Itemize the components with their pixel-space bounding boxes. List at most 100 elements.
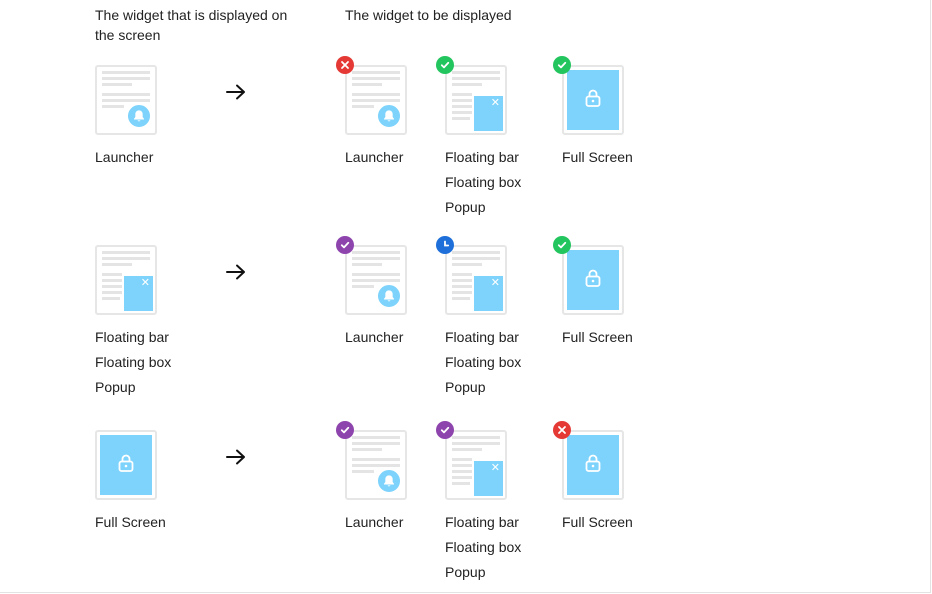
text-line-placeholder xyxy=(452,117,470,120)
text-line-placeholder xyxy=(452,71,500,74)
target-widget-option: Launcher xyxy=(336,56,505,170)
widget-illustration xyxy=(553,236,624,315)
lock-icon xyxy=(583,88,603,113)
widget-illustration xyxy=(553,421,624,500)
text-line-placeholder xyxy=(452,93,472,96)
lock-icon xyxy=(583,268,603,293)
text-line-placeholder xyxy=(352,77,400,80)
text-line-placeholder xyxy=(352,436,400,439)
widget-type-label: Floating box xyxy=(445,174,522,190)
floating-widget-thumbnail: ✕ xyxy=(95,245,157,315)
current-widget-option: Launcher xyxy=(95,65,255,170)
text-line-placeholder xyxy=(102,263,132,266)
text-line-placeholder xyxy=(102,77,150,80)
widget-type-labels: Full Screen xyxy=(562,325,722,350)
widget-type-label: Launcher xyxy=(95,149,154,165)
status-badge-close-icon xyxy=(553,421,571,439)
close-icon: ✕ xyxy=(490,96,500,109)
floating-box-shape: ✕ xyxy=(474,461,503,496)
text-line-placeholder xyxy=(102,71,150,74)
status-badge-check-icon xyxy=(436,421,454,439)
launcher-widget-thumbnail xyxy=(345,65,407,135)
floating-widget-thumbnail: ✕ xyxy=(445,430,507,500)
text-line-placeholder xyxy=(452,111,472,114)
current-widget-option: Full Screen xyxy=(95,430,255,535)
text-line-placeholder xyxy=(102,83,132,86)
text-line-placeholder xyxy=(452,105,472,108)
status-badge-clock-icon xyxy=(436,236,454,254)
text-line-placeholder xyxy=(352,279,400,282)
full-widget-thumbnail xyxy=(562,245,624,315)
floating-box-shape: ✕ xyxy=(474,276,503,311)
close-icon: ✕ xyxy=(490,276,500,289)
widget-illustration xyxy=(336,56,407,135)
text-line-placeholder xyxy=(102,251,150,254)
target-widget-option: Launcher xyxy=(336,236,505,350)
widget-type-label: Floating bar xyxy=(95,329,169,345)
status-badge-check-icon xyxy=(436,56,454,74)
widget-illustration xyxy=(553,56,624,135)
target-widget-option: Full Screen xyxy=(553,421,722,535)
text-line-placeholder xyxy=(102,297,120,300)
fullscreen-overlay-shape xyxy=(567,250,619,310)
widget-type-labels: Launcher xyxy=(345,325,505,350)
widget-type-label: Floating bar xyxy=(445,329,519,345)
text-line-placeholder xyxy=(452,464,472,467)
text-line-placeholder xyxy=(452,77,500,80)
text-line-placeholder xyxy=(102,279,122,282)
full-widget-thumbnail xyxy=(95,430,157,500)
bell-icon xyxy=(376,103,402,129)
text-line-placeholder xyxy=(102,93,150,96)
text-line-placeholder xyxy=(352,442,400,445)
widget-type-labels: Launcher xyxy=(345,510,505,535)
text-line-placeholder xyxy=(452,251,500,254)
status-badge-check-icon xyxy=(553,236,571,254)
close-icon: ✕ xyxy=(140,276,150,289)
widget-type-labels: Full Screen xyxy=(562,510,722,535)
text-line-placeholder xyxy=(102,257,150,260)
text-line-placeholder xyxy=(452,482,470,485)
text-line-placeholder xyxy=(452,257,500,260)
arrow-right-icon xyxy=(224,82,248,102)
floating-widget-thumbnail: ✕ xyxy=(445,245,507,315)
bell-icon xyxy=(376,468,402,494)
text-line-placeholder xyxy=(452,442,500,445)
widget-type-label: Launcher xyxy=(345,329,404,345)
widget-type-label: Floating box xyxy=(445,354,522,370)
widget-type-labels: Full Screen xyxy=(562,145,722,170)
text-line-placeholder xyxy=(452,99,472,102)
fullscreen-overlay-shape xyxy=(567,435,619,495)
bell-icon xyxy=(376,283,402,309)
widget-type-labels: Launcher xyxy=(345,145,505,170)
floating-box-shape: ✕ xyxy=(474,96,503,131)
status-badge-check-icon xyxy=(336,421,354,439)
text-line-placeholder xyxy=(452,470,472,473)
text-line-placeholder xyxy=(102,105,124,108)
lock-icon xyxy=(583,453,603,478)
status-badge-check-icon xyxy=(336,236,354,254)
status-badge-close-icon xyxy=(336,56,354,74)
widget-type-label: Floating bar xyxy=(445,149,519,165)
widget-type-label: Launcher xyxy=(345,514,404,530)
widget-type-label: Popup xyxy=(445,379,486,395)
widget-illustration: ✕ xyxy=(436,236,507,315)
text-line-placeholder xyxy=(102,273,122,276)
text-line-placeholder xyxy=(352,464,400,467)
text-line-placeholder xyxy=(452,448,482,451)
widget-type-label: Full Screen xyxy=(562,514,633,530)
launcher-widget-thumbnail xyxy=(95,65,157,135)
arrow-right-icon xyxy=(224,262,248,282)
close-icon: ✕ xyxy=(490,461,500,474)
widget-illustration xyxy=(336,236,407,315)
text-line-placeholder xyxy=(452,291,472,294)
text-line-placeholder xyxy=(352,71,400,74)
widget-illustration xyxy=(95,430,157,500)
text-line-placeholder xyxy=(352,83,382,86)
text-line-placeholder xyxy=(352,93,400,96)
text-line-placeholder xyxy=(452,458,472,461)
widget-type-label: Floating box xyxy=(95,354,172,370)
launcher-widget-thumbnail xyxy=(345,245,407,315)
header-current-widget: The widget that is displayed on the scre… xyxy=(95,7,288,43)
